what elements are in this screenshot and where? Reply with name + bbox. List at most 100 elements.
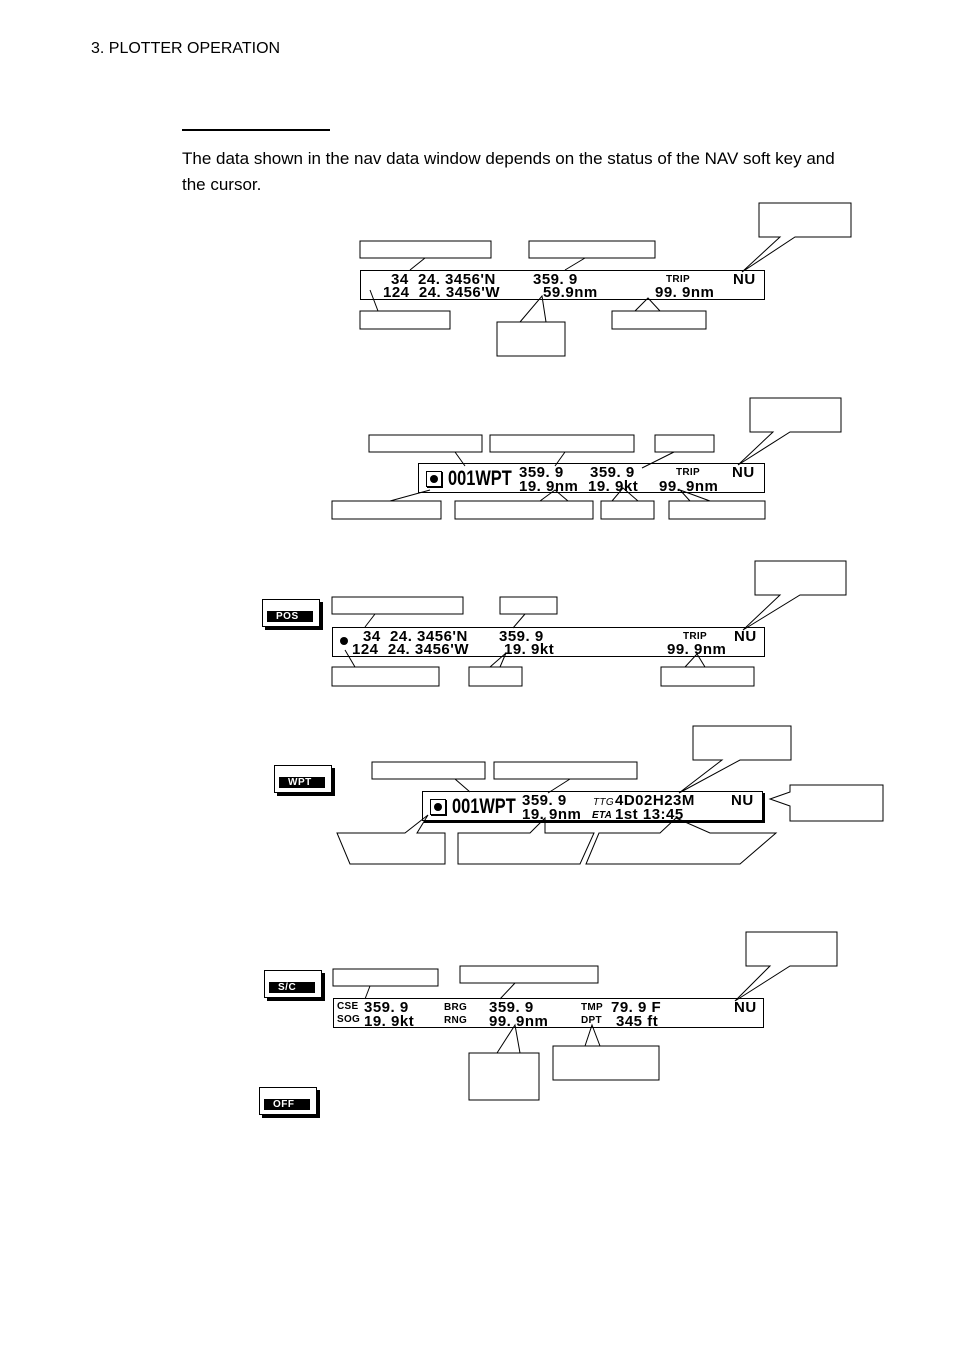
nav-window-4: 001WPT 359. 9 19. 9nm TTG 4D02H23M ETA 1… xyxy=(422,791,763,823)
trip-label: TRIP xyxy=(666,274,690,285)
course: 359. 9 xyxy=(499,628,544,645)
callout-box xyxy=(331,596,464,615)
speed: 19. 9kt xyxy=(504,641,555,658)
cse-value: 359. 9 xyxy=(364,999,409,1016)
callout-box xyxy=(332,968,439,987)
callout-pointer xyxy=(547,778,571,794)
callout-box xyxy=(654,434,715,453)
callout-pointer xyxy=(454,778,471,793)
dpt-label: DPT xyxy=(581,1015,602,1026)
callout-balloon xyxy=(457,816,595,865)
callout-box xyxy=(331,500,442,520)
callout-balloon xyxy=(336,814,446,865)
longitude: 124 24. 3456'W xyxy=(383,284,500,301)
callout-box xyxy=(454,500,594,520)
eta-value: 1st 13:45 xyxy=(615,806,684,823)
callout-box xyxy=(359,310,451,330)
callout-balloon xyxy=(585,817,778,865)
cse-label: CSE xyxy=(337,1001,359,1012)
heading-rule xyxy=(182,129,330,131)
nav-window-1: 34 24. 3456'N 124 24. 3456'W 359. 9 59.9… xyxy=(360,270,765,300)
callout-balloon xyxy=(768,784,884,822)
callout-box xyxy=(468,1052,540,1101)
callout-pointer xyxy=(369,289,379,312)
sog-label: SOG xyxy=(337,1014,361,1025)
wpt-soft-key-label: WPT xyxy=(279,777,325,788)
callout-pointer xyxy=(364,985,371,1000)
rng-label: RNG xyxy=(444,1015,468,1026)
callout-pointer xyxy=(496,1023,521,1054)
intro-text: The data shown in the nav data window de… xyxy=(182,149,835,195)
callout-balloon xyxy=(737,397,842,466)
callout-box xyxy=(499,596,558,615)
off-soft-key[interactable]: OFF xyxy=(259,1087,317,1115)
mode-indicator: NU xyxy=(732,464,755,481)
callout-pointer xyxy=(564,257,586,271)
trip-value: 99. 9nm xyxy=(655,284,715,301)
off-soft-key-label: OFF xyxy=(264,1099,310,1110)
callout-pointer xyxy=(641,451,675,469)
trip-label: TRIP xyxy=(676,467,700,478)
callout-box xyxy=(359,240,492,259)
pos-soft-key[interactable]: POS xyxy=(262,599,320,627)
bearing: 359. 9 xyxy=(533,271,578,288)
nav-window-2: 001WPT 359. 9 19. 9nm 359. 9 19. 9kt TRI… xyxy=(418,463,765,495)
callout-pointer xyxy=(554,451,566,467)
callout-pointer xyxy=(684,653,706,668)
callout-box xyxy=(600,500,655,520)
eta-label: ETA xyxy=(592,810,613,821)
latitude: 34 24. 3456'N xyxy=(363,628,468,645)
callout-pointer xyxy=(344,649,356,668)
pos-soft-key-label: POS xyxy=(267,611,313,622)
mode-indicator: NU xyxy=(733,271,756,288)
callout-pointer xyxy=(611,487,639,502)
tmp-value: 79. 9 F xyxy=(611,999,662,1016)
nav-window-3: 34 24. 3456'N 124 24. 3456'W 359. 9 19. … xyxy=(332,627,765,657)
trip-value: 99. 9nm xyxy=(659,478,719,495)
ttg-label: TTG xyxy=(593,797,614,808)
callout-box xyxy=(528,240,656,259)
brg-label: BRG xyxy=(444,1002,468,1013)
callout-pointer xyxy=(499,982,516,1000)
callout-balloon xyxy=(734,931,838,1002)
mode-indicator: NU xyxy=(734,999,757,1016)
brg-value: 359. 9 xyxy=(489,999,534,1016)
longitude: 124 24. 3456'W xyxy=(352,641,469,658)
callout-box xyxy=(660,666,755,687)
callout-pointer xyxy=(389,489,431,502)
range: 59.9nm xyxy=(543,284,598,301)
trip-label: TRIP xyxy=(683,631,707,642)
callout-balloon xyxy=(742,560,847,631)
callout-box xyxy=(371,761,486,780)
tmp-label: TMP xyxy=(581,1002,604,1013)
callout-box xyxy=(489,434,635,453)
bearing: 359. 9 xyxy=(522,792,567,809)
callout-pointer xyxy=(512,613,526,629)
course: 359. 9 xyxy=(590,464,635,481)
callout-pointer xyxy=(409,257,426,271)
callout-box xyxy=(552,1045,660,1081)
callout-pointer xyxy=(634,297,661,312)
callout-pointer xyxy=(364,613,376,628)
callout-box xyxy=(459,965,599,984)
callout-box xyxy=(493,761,638,780)
dpt-value: 345 ft xyxy=(616,1013,659,1030)
callout-balloon xyxy=(741,202,852,273)
callout-pointer xyxy=(539,489,569,502)
callout-box xyxy=(468,666,523,687)
waypoint-icon xyxy=(426,471,442,487)
waypoint-icon xyxy=(430,799,446,815)
nav-window-5: CSE 359. 9 SOG 19. 9kt BRG 359. 9 RNG 99… xyxy=(333,998,764,1030)
callout-pointer xyxy=(489,652,507,668)
mode-indicator: NU xyxy=(734,628,757,645)
mode-indicator: NU xyxy=(731,792,754,809)
bearing: 359. 9 xyxy=(519,464,564,481)
callout-box xyxy=(331,666,440,687)
latitude: 34 24. 3456'N xyxy=(391,271,496,288)
wpt-soft-key[interactable]: WPT xyxy=(274,765,332,793)
callout-pointer xyxy=(679,489,711,502)
callout-box xyxy=(611,310,707,330)
waypoint-name: 001WPT xyxy=(452,795,516,818)
sc-soft-key[interactable]: S/C xyxy=(264,970,322,998)
